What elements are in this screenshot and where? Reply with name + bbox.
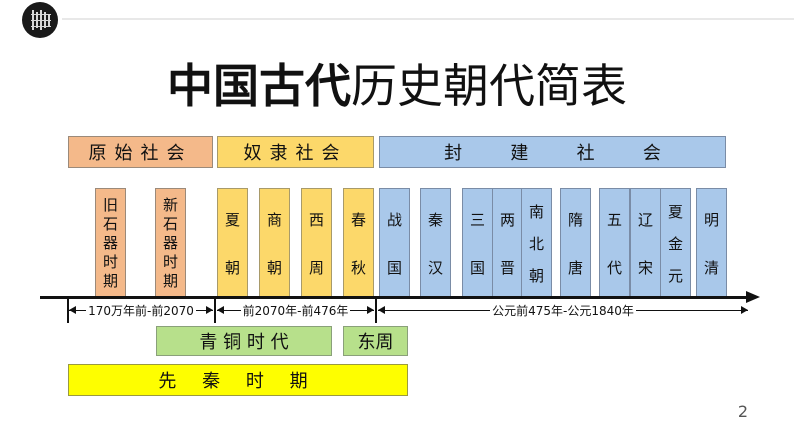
period-char: 国 — [386, 258, 402, 277]
arrow-right-icon — [741, 306, 748, 314]
period-char: 器 — [162, 233, 178, 252]
period-char: 南 — [528, 202, 544, 221]
era-slave-society: 奴隶社会 — [217, 136, 374, 168]
period-char: 期 — [162, 271, 178, 290]
timeline-label: 170万年前-前2070 — [86, 304, 196, 318]
logo — [22, 2, 58, 38]
period-char: 石 — [102, 214, 118, 233]
arrow-right-icon — [206, 306, 213, 314]
arrow-left-icon — [69, 306, 76, 314]
period-ming-qing: 明 清 — [696, 188, 727, 298]
arrow-left-icon — [217, 306, 224, 314]
period-char: 西 — [308, 210, 324, 229]
arrow-right-icon — [367, 306, 374, 314]
period-three-kingdoms: 三 国 — [462, 188, 493, 298]
page-number: 2 — [737, 402, 748, 421]
period-char: 时 — [162, 252, 178, 271]
period-char: 朝 — [528, 266, 544, 285]
period-char: 汉 — [427, 258, 443, 277]
period-char: 宋 — [637, 258, 653, 277]
arrow-right-icon — [746, 291, 760, 303]
period-char: 石 — [162, 214, 178, 233]
period-char: 春 — [350, 210, 366, 229]
pre-qin-label: 先 秦 时 期 — [158, 371, 318, 392]
pre-qin-band: 先 秦 时 期 — [68, 364, 408, 396]
period-char: 两 — [499, 210, 515, 229]
eastern-zhou-band: 东周 — [343, 326, 408, 356]
timeline-span-feudal: 公元前475年-公元1840年 — [378, 303, 748, 319]
period-paleolithic: 旧 石 器 时 期 — [95, 188, 126, 298]
bronze-age-label: 青 铜 时 代 — [199, 332, 289, 353]
period-char: 周 — [308, 258, 324, 277]
period-sui-tang: 隋 唐 — [560, 188, 591, 298]
period-char: 战 — [386, 210, 402, 229]
period-char: 期 — [102, 271, 118, 290]
period-char: 秦 — [427, 210, 443, 229]
era-label: 原始社会 — [88, 143, 193, 164]
timeline-label: 前2070年-前476年 — [240, 304, 351, 318]
period-western-zhou: 西 周 — [301, 188, 332, 298]
period-char: 秋 — [350, 258, 366, 277]
era-label: 奴隶社会 — [243, 143, 348, 164]
period-char: 旧 — [102, 195, 118, 214]
period-five-dynasties: 五 代 — [599, 188, 630, 298]
period-warring-states: 战 国 — [379, 188, 410, 298]
timeline-tick — [214, 297, 216, 323]
period-char: 北 — [528, 234, 544, 253]
bronze-age-band: 青 铜 时 代 — [156, 326, 332, 356]
period-northern-southern: 南 北 朝 — [521, 188, 552, 298]
era-label-char: 会 — [642, 143, 661, 164]
period-char: 清 — [703, 258, 719, 277]
period-char: 夏 — [667, 202, 683, 221]
era-feudal-society: 封 建 社 会 — [379, 136, 726, 168]
logo-emblem-icon — [31, 10, 51, 30]
period-char: 代 — [606, 258, 622, 277]
period-char: 朝 — [266, 258, 282, 277]
period-liao-song: 辽 宋 — [630, 188, 661, 298]
timeline-span-primitive: 170万年前-前2070 — [69, 303, 213, 319]
period-char: 朝 — [224, 258, 240, 277]
period-char: 新 — [162, 195, 178, 214]
period-char: 明 — [703, 210, 719, 229]
period-char: 器 — [102, 233, 118, 252]
period-char: 晋 — [499, 258, 515, 277]
period-spring-autumn: 春 秋 — [343, 188, 374, 298]
era-label-char: 封 — [444, 143, 463, 164]
period-shang: 商 朝 — [259, 188, 290, 298]
period-char: 五 — [606, 210, 622, 229]
period-char: 金 — [667, 234, 683, 253]
timeline-span-slave: 前2070年-前476年 — [217, 303, 374, 319]
era-primitive-society: 原始社会 — [68, 136, 213, 168]
period-char: 商 — [266, 210, 282, 229]
period-char: 唐 — [567, 258, 583, 277]
page-title: 中国古代历史朝代简表 — [0, 56, 794, 116]
timeline-label: 公元前475年-公元1840年 — [490, 304, 636, 318]
title-part-bold: 中国古代 — [167, 59, 351, 113]
period-jin: 两 晋 — [492, 188, 523, 298]
period-xia-jin-yuan: 夏 金 元 — [660, 188, 691, 298]
period-neolithic: 新 石 器 时 期 — [155, 188, 186, 298]
eastern-zhou-label: 东周 — [357, 332, 394, 353]
timeline-tick — [375, 297, 377, 323]
period-char: 夏 — [224, 210, 240, 229]
period-qin-han: 秦 汉 — [420, 188, 451, 298]
period-char: 元 — [667, 266, 683, 285]
era-label-char: 社 — [576, 143, 595, 164]
timeline-tick — [67, 297, 69, 323]
arrow-left-icon — [378, 306, 385, 314]
period-char: 隋 — [567, 210, 583, 229]
timeline-axis — [40, 296, 748, 299]
header-divider — [62, 18, 794, 20]
title-part-regular: 历史朝代简表 — [351, 59, 627, 113]
period-char: 三 — [469, 210, 485, 229]
period-char: 辽 — [637, 210, 653, 229]
period-char: 国 — [469, 258, 485, 277]
era-label-char: 建 — [510, 143, 529, 164]
period-char: 时 — [102, 252, 118, 271]
period-xia: 夏 朝 — [217, 188, 248, 298]
